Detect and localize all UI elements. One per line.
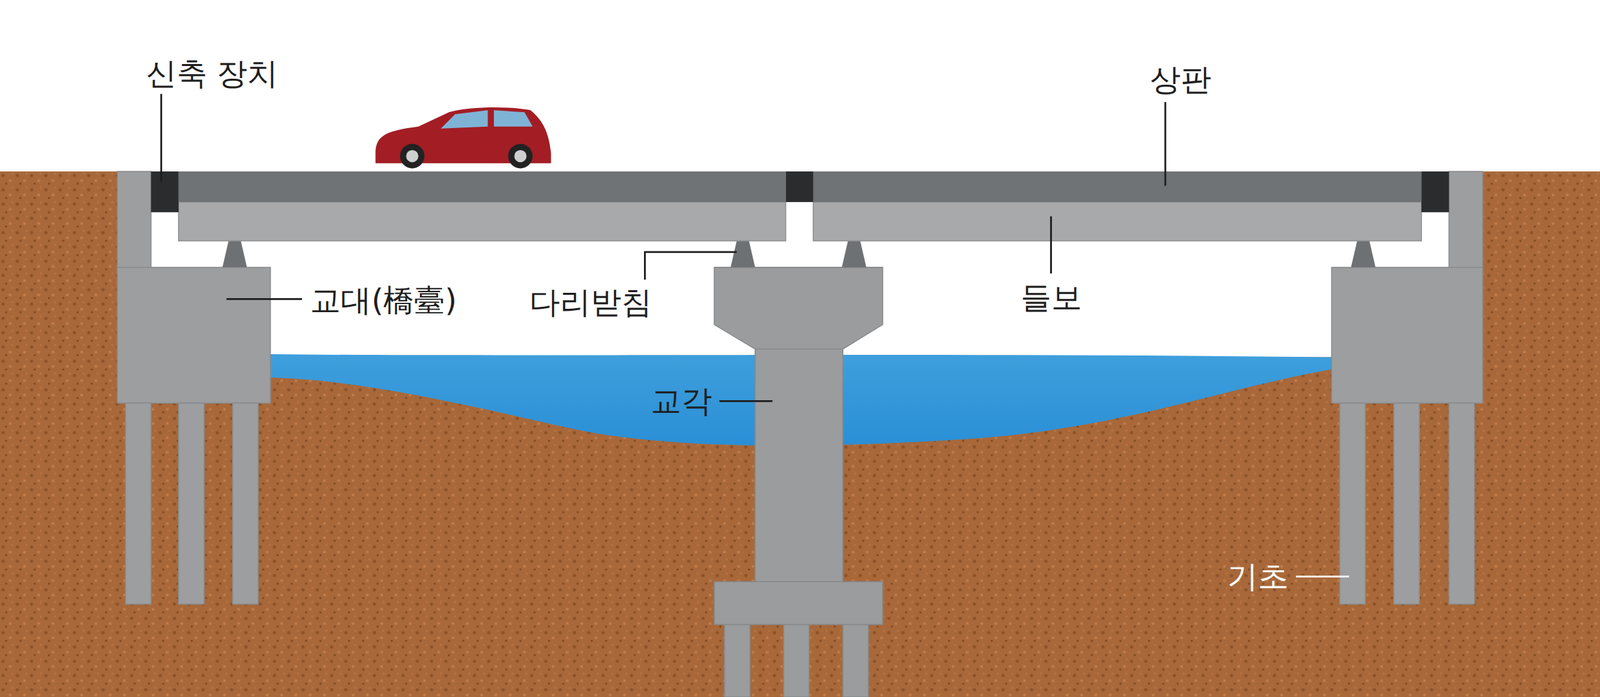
open-space xyxy=(151,171,1450,357)
leader-line xyxy=(1296,575,1350,578)
bearing xyxy=(222,240,1376,268)
pier xyxy=(714,267,883,697)
leader-line xyxy=(161,94,1166,402)
part-label: 들보 xyxy=(1020,280,1082,315)
part-label: 상판 xyxy=(1150,62,1212,97)
part-label: 기초 xyxy=(1227,559,1289,594)
expansion-joint xyxy=(151,171,1450,212)
part-label: 교각 xyxy=(650,384,712,418)
car xyxy=(375,107,551,168)
ground xyxy=(0,171,1600,697)
part-label: 교대(橋臺) xyxy=(310,283,457,318)
part-label: 신축 장치 xyxy=(146,56,279,91)
part-label: 다리받침 xyxy=(529,285,652,320)
deck xyxy=(178,171,1422,241)
